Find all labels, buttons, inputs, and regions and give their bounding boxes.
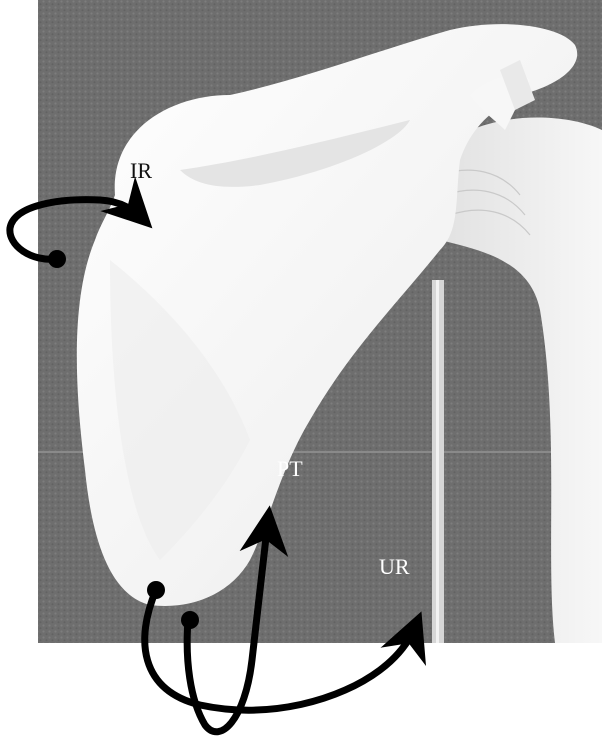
ir-label: IR: [130, 160, 152, 182]
ur-label: UR: [379, 556, 410, 578]
pt-label: PT: [277, 458, 303, 480]
